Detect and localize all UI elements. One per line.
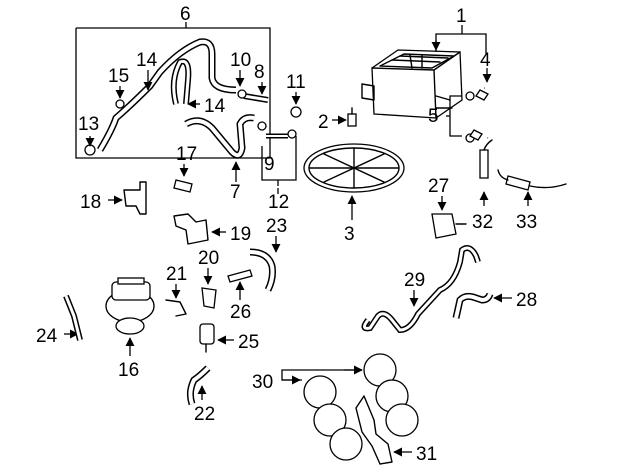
label-12: 12 <box>268 192 289 213</box>
bracket-part-31 <box>355 395 412 465</box>
hose-part-23 <box>249 236 281 292</box>
label-27: 27 <box>428 176 449 197</box>
label-6: 6 <box>180 4 191 25</box>
fitting-part-2 <box>332 107 357 127</box>
pipe-part-29 <box>361 245 481 334</box>
clamps-part-5 <box>446 89 489 143</box>
label-2: 2 <box>318 112 329 133</box>
bracket-part-18 <box>108 181 147 215</box>
o2-sensor-part-33 <box>497 169 567 206</box>
label-5: 5 <box>428 106 439 127</box>
label-19: 19 <box>230 224 251 245</box>
label-15: 15 <box>108 66 129 87</box>
part-21 <box>165 284 187 317</box>
label-33: 33 <box>516 212 537 233</box>
label-22: 22 <box>194 404 215 425</box>
valve-part-25 <box>199 323 234 353</box>
label-26: 26 <box>230 302 251 323</box>
label-7: 7 <box>230 182 241 203</box>
label-9: 9 <box>264 154 275 175</box>
part-20 <box>201 268 217 309</box>
hoses-part-6 <box>84 38 269 156</box>
label-31: 31 <box>416 444 437 465</box>
label-21: 21 <box>166 264 187 285</box>
label-1: 1 <box>456 6 467 27</box>
label-8: 8 <box>254 62 265 83</box>
hose-part-4 <box>482 68 502 141</box>
part-number-labels: 1 2 3 4 5 6 7 8 9 10 11 12 13 14 14 15 1… <box>36 4 537 465</box>
leader-14 <box>143 70 200 109</box>
label-29: 29 <box>404 270 425 291</box>
label-10: 10 <box>230 50 251 71</box>
label-30: 30 <box>252 372 273 393</box>
leader-1 <box>431 25 487 54</box>
label-14b: 14 <box>204 96 226 117</box>
label-20: 20 <box>198 248 219 269</box>
o2-sensor-part-32 <box>479 139 493 206</box>
label-11: 11 <box>286 72 306 93</box>
label-13: 13 <box>78 114 99 135</box>
label-3: 3 <box>344 224 355 245</box>
clip-part-11 <box>290 92 302 118</box>
balls-part-30 <box>281 353 419 461</box>
label-32: 32 <box>472 212 493 233</box>
sensor-part-17 <box>173 164 193 193</box>
hose-part-7 <box>184 114 255 182</box>
label-18: 18 <box>80 192 101 213</box>
canister-part <box>361 49 463 119</box>
label-14a: 14 <box>136 50 158 71</box>
part-26 <box>227 269 253 300</box>
hose-part-24 <box>63 294 83 341</box>
label-16: 16 <box>118 360 139 381</box>
label-4: 4 <box>480 50 491 71</box>
label-28: 28 <box>516 290 537 311</box>
gasket-part-3 <box>303 143 405 220</box>
label-23: 23 <box>266 216 287 237</box>
egr-valve-part-16 <box>105 277 155 356</box>
label-25: 25 <box>238 332 259 353</box>
hose-part-9 <box>261 129 297 186</box>
bracket-part-19 <box>173 213 226 245</box>
hose-part-22 <box>186 365 211 406</box>
group-box-6 <box>75 22 271 159</box>
label-24: 24 <box>36 326 58 347</box>
solenoid-part-27 <box>431 196 467 239</box>
label-17: 17 <box>176 144 197 165</box>
clip-part-8 <box>257 82 267 131</box>
hose-part-28 <box>452 292 512 319</box>
